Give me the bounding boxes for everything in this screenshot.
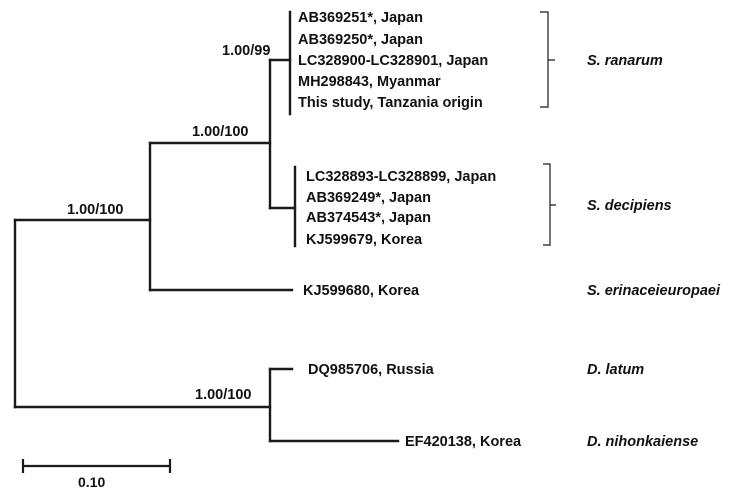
taxon-label: LC328893-LC328899, Japan bbox=[306, 169, 496, 185]
taxon-label: AB374543*, Japan bbox=[306, 210, 431, 226]
taxon-label: KJ599679, Korea bbox=[306, 232, 423, 248]
support-value-diphyllobothrium: 1.00/100 bbox=[195, 387, 251, 403]
taxon-label: KJ599680, Korea bbox=[303, 283, 420, 299]
taxon-label: DQ985706, Russia bbox=[308, 362, 435, 378]
taxon-labels: AB369251*, Japan AB369250*, Japan LC3289… bbox=[298, 10, 522, 450]
tree-branches bbox=[13, 10, 400, 443]
decipiens-bracket bbox=[543, 163, 556, 246]
taxon-label: EF420138, Korea bbox=[405, 434, 522, 450]
species-label-erinaceieuropaei: S. erinaceieuropaei bbox=[587, 283, 721, 299]
species-label-ranarum: S. ranarum bbox=[587, 53, 663, 69]
taxon-label: This study, Tanzania origin bbox=[298, 95, 483, 111]
species-label-latum: D. latum bbox=[587, 362, 644, 378]
species-label-decipiens: S. decipiens bbox=[587, 198, 672, 214]
taxon-label: LC328900-LC328901, Japan bbox=[298, 53, 488, 69]
support-value-root: 1.00/100 bbox=[67, 202, 123, 218]
support-value-spirometra: 1.00/100 bbox=[192, 124, 248, 140]
taxon-label: AB369250*, Japan bbox=[298, 32, 423, 48]
species-labels: S. ranarum S. decipiens S. erinaceieurop… bbox=[587, 53, 721, 450]
species-label-nihonkaiense: D. nihonkaiense bbox=[587, 434, 698, 450]
clade-brackets bbox=[540, 11, 556, 246]
scale-bar-label: 0.10 bbox=[78, 474, 105, 490]
ranarum-bracket bbox=[540, 11, 555, 108]
taxon-label: AB369249*, Japan bbox=[306, 190, 431, 206]
support-values: 1.00/100 1.00/100 1.00/99 1.00/100 bbox=[67, 43, 270, 403]
taxon-label: MH298843, Myanmar bbox=[298, 74, 441, 90]
support-value-ranarum-clade: 1.00/99 bbox=[222, 43, 270, 59]
taxon-label: AB369251*, Japan bbox=[298, 10, 423, 26]
scale-bar: 0.10 bbox=[21, 459, 172, 490]
